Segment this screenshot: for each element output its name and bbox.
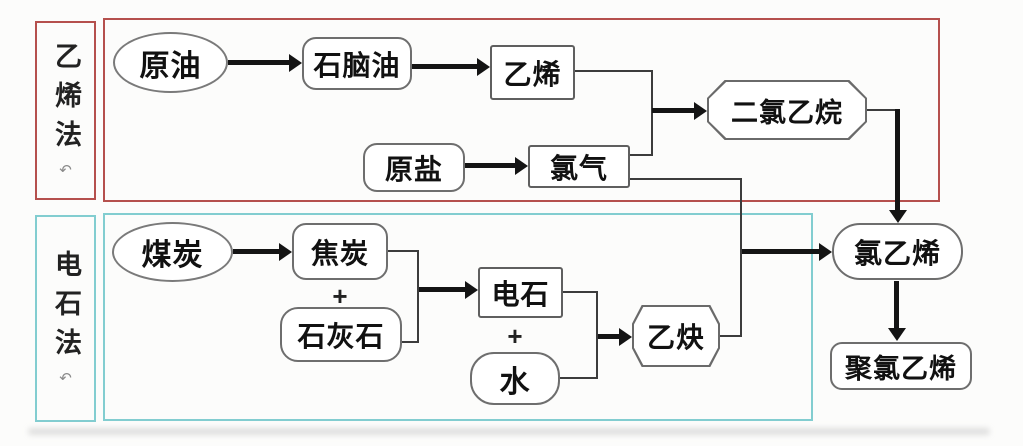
plus-coke-limestone: + <box>325 280 355 311</box>
line-carbide-water-junction-v <box>596 291 598 379</box>
line-ethylene-chlorine-junction-v <box>651 70 653 156</box>
node-pvc: 聚氯乙烯 <box>830 342 972 390</box>
line-chlorine-out-top-h <box>630 154 652 156</box>
node-acetylene-label: 乙炔 <box>646 322 705 353</box>
line-chlorine-acetylene-junction-v <box>740 178 742 337</box>
node-dichloroethane-label: 二氯乙烷 <box>731 97 843 128</box>
node-dichloroethane-fill <box>709 82 865 138</box>
line-limestone-out-h <box>402 341 419 343</box>
line-water-out-h <box>560 377 598 379</box>
line-coke-limestone-junction-v <box>417 250 419 343</box>
scan-shadow <box>28 428 990 435</box>
carbide-method-main-frame <box>103 213 813 421</box>
node-water: 水 <box>470 352 560 405</box>
arrow-junction-to-calcium-carbide <box>419 280 478 299</box>
line-acetylene-out-h <box>720 335 742 337</box>
line-chlorine-out-bottom-h <box>630 178 742 180</box>
arrow-crude-oil-to-naphtha <box>228 53 302 72</box>
node-chlorine-gas: 氯气 <box>528 145 630 188</box>
node-vinyl-chloride-label: 氯乙烯 <box>853 237 941 269</box>
arrow-raw-salt-to-chlorine <box>465 156 528 175</box>
node-vinyl-chloride: 氯乙烯 <box>832 223 963 280</box>
node-calcium-carbide: 电石 <box>478 267 563 318</box>
carbide-method-label: 电石法 ↶ <box>35 215 96 422</box>
ethylene-method-label-mark: ↶ <box>59 162 72 179</box>
carbide-method-label-mark: ↶ <box>59 370 72 387</box>
node-calcium-carbide-label: 电石 <box>491 278 550 310</box>
node-crude-oil: 原油 <box>113 32 228 93</box>
arrow-dichloroethane-to-vinyl-chloride <box>888 109 907 223</box>
node-raw-salt-label: 原盐 <box>384 153 443 185</box>
plus-carbide-water-glyph: + <box>507 320 523 351</box>
node-naphtha-label: 石脑油 <box>313 49 401 81</box>
arrow-junction-to-dichloroethane <box>652 101 707 120</box>
node-naphtha: 石脑油 <box>302 37 412 90</box>
plus-coke-limestone-glyph: + <box>332 280 348 311</box>
node-dichloroethane: 二氯乙烷 <box>707 80 867 140</box>
node-chlorine-gas-label: 氯气 <box>549 152 608 184</box>
node-coal-label: 煤炭 <box>141 239 204 272</box>
node-limestone-label: 石灰石 <box>297 320 385 352</box>
node-coke-label: 焦炭 <box>310 237 369 269</box>
plus-carbide-water: + <box>500 320 530 351</box>
node-raw-salt: 原盐 <box>363 143 465 192</box>
node-limestone: 石灰石 <box>280 307 402 362</box>
node-ethylene-label: 乙烯 <box>503 58 562 90</box>
node-pvc-label: 聚氯乙烯 <box>845 353 957 384</box>
ethylene-method-label: 乙烯法 ↶ <box>35 21 96 200</box>
node-crude-oil-label: 原油 <box>139 49 202 83</box>
line-ethylene-out-h <box>575 70 653 72</box>
node-coal: 煤炭 <box>112 222 233 282</box>
ethylene-method-label-frame <box>35 21 96 200</box>
arrow-naphtha-to-ethylene <box>412 57 490 76</box>
arrow-coal-to-coke <box>233 242 292 261</box>
ethylene-method-label-text: 乙烯法 <box>51 42 81 159</box>
arrow-junction-to-vinyl-chloride <box>742 242 832 261</box>
ethylene-method-main-frame <box>103 18 940 202</box>
carbide-method-label-frame <box>35 215 96 422</box>
carbide-method-label-text: 电石法 <box>51 250 81 367</box>
node-ethylene: 乙烯 <box>490 45 575 100</box>
node-coke: 焦炭 <box>292 223 388 280</box>
node-acetylene-fill <box>634 307 718 365</box>
arrow-vinyl-chloride-to-pvc <box>887 281 906 341</box>
line-carbide-out-h <box>563 291 598 293</box>
line-coke-out-h <box>388 250 419 252</box>
line-dichloroethane-out-h <box>867 109 898 111</box>
node-acetylene: 乙炔 <box>632 305 720 367</box>
arrow-junction-to-acetylene <box>598 327 632 346</box>
node-water-label: 水 <box>499 365 531 399</box>
